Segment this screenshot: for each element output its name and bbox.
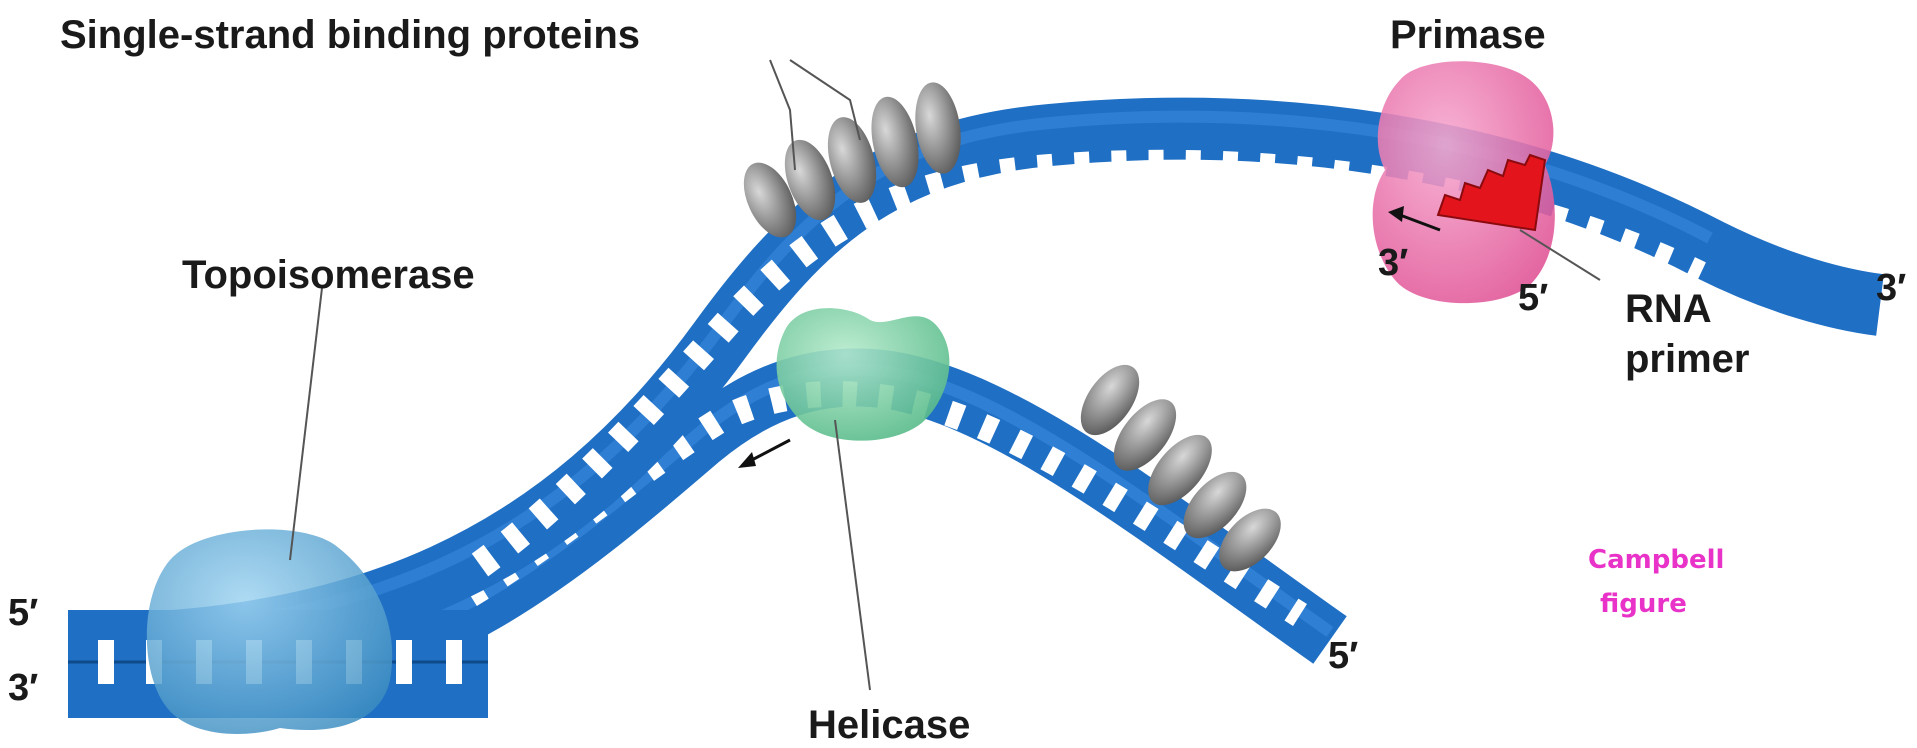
helicase-protein xyxy=(777,308,950,441)
credit-line2: figure xyxy=(1600,589,1687,619)
topoisomerase-protein xyxy=(147,529,392,734)
helicase-direction-arrow xyxy=(738,440,790,468)
rna-primer-label-line2: primer xyxy=(1625,337,1750,381)
credit-line1: Campbell xyxy=(1588,545,1724,575)
ssb-label: Single-strand binding proteins xyxy=(60,13,640,57)
primer-3-end-label: 3′ xyxy=(1378,242,1408,284)
left-bottom-end-label: 3′ xyxy=(8,667,38,709)
primase-label: Primase xyxy=(1390,13,1546,57)
topoisomerase-label: Topoisomerase xyxy=(182,253,475,297)
upper-right-end-label: 3′ xyxy=(1876,267,1906,309)
lower-right-end-label: 5′ xyxy=(1328,635,1358,677)
left-top-end-label: 5′ xyxy=(8,592,38,634)
rna-primer-label-line1: RNA xyxy=(1625,287,1712,331)
primer-5-end-label: 5′ xyxy=(1518,277,1548,319)
helicase-label: Helicase xyxy=(808,703,970,747)
